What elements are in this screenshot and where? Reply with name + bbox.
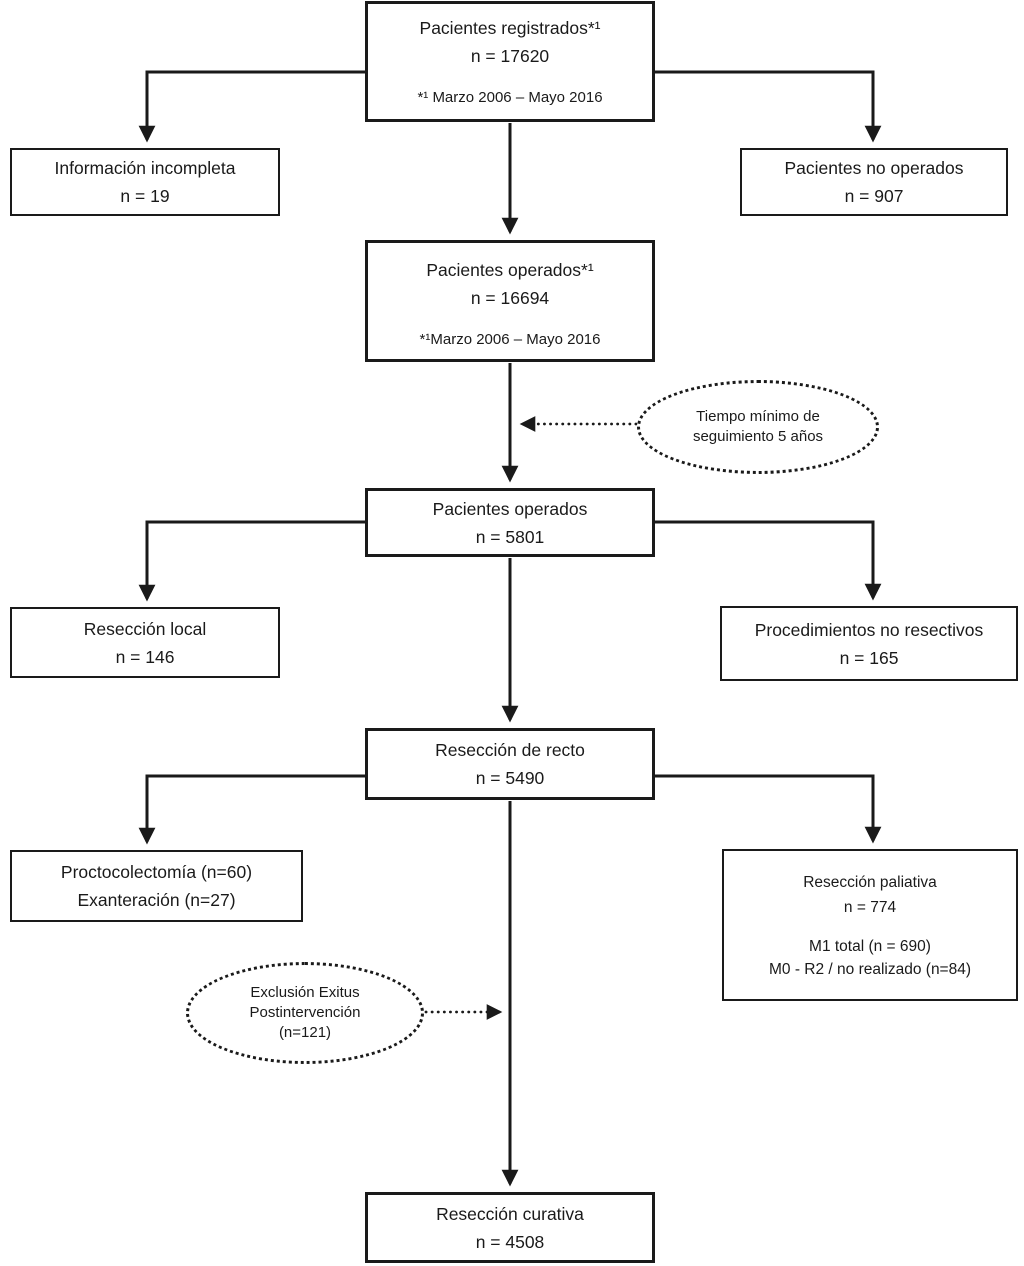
arrow-operados5y-noresectivos	[654, 520, 882, 601]
node-title: Pacientes no operados	[784, 158, 964, 178]
node-procedimientos-no-resectivos: Procedimientos no resectivos n = 165	[720, 606, 1018, 681]
node-pacientes-registrados: Pacientes registrados*¹ n = 17620 *¹ Mar…	[365, 1, 655, 122]
node-reseccion-paliativa: Resección paliativa n = 774 M1 total (n …	[722, 849, 1018, 1001]
node-count: n = 165	[839, 647, 899, 668]
node-pacientes-no-operados: Pacientes no operados n = 907	[740, 148, 1008, 216]
node-title: Información incompleta	[54, 158, 236, 178]
ellipse-line: Postintervención	[249, 1004, 361, 1021]
node-count: n = 17620	[470, 46, 550, 66]
node-line: Proctocolectomía (n=60)	[60, 862, 253, 882]
node-detail: M0 - R2 / no realizado (n=84)	[768, 960, 972, 978]
ellipse-line: Tiempo mínimo de	[696, 408, 820, 425]
node-count: n = 774	[843, 898, 897, 916]
node-pacientes-operados-5y: Pacientes operados n = 5801	[365, 488, 655, 557]
node-exclusion-exitus: Exclusión Exitus Postintervención (n=121…	[186, 962, 424, 1064]
node-count: n = 146	[115, 646, 175, 667]
node-title: Pacientes registrados*¹	[419, 18, 601, 38]
node-reseccion-de-recto: Resección de recto n = 5490	[365, 728, 655, 800]
arrow-registrados-incompleta	[138, 70, 366, 143]
node-count: n = 5801	[475, 526, 545, 547]
arrow-operados5y-local	[138, 520, 366, 602]
node-count: n = 5490	[475, 768, 545, 788]
node-line: Exanteración (n=27)	[77, 890, 236, 910]
node-footnote: *¹Marzo 2006 – Mayo 2016	[419, 331, 601, 348]
arrow-registrados-no-operados	[654, 70, 882, 143]
ellipse-line: (n=121)	[278, 1024, 332, 1041]
node-tiempo-seguimiento: Tiempo mínimo de seguimiento 5 años	[637, 380, 879, 474]
node-title: Resección de recto	[435, 740, 585, 760]
node-pacientes-operados-total: Pacientes operados*¹ n = 16694 *¹Marzo 2…	[365, 240, 655, 362]
node-title: Procedimientos no resectivos	[754, 619, 984, 640]
node-reseccion-local: Resección local n = 146	[10, 607, 280, 678]
node-informacion-incompleta: Información incompleta n = 19	[10, 148, 280, 216]
node-detail: M1 total (n = 690)	[809, 937, 931, 955]
node-title: Resección local	[83, 618, 207, 639]
node-reseccion-curativa: Resección curativa n = 4508	[365, 1192, 655, 1263]
node-title: Resección paliativa	[803, 873, 937, 891]
node-title: Pacientes operados	[432, 498, 588, 519]
ellipse-line: seguimiento 5 años	[692, 428, 824, 445]
node-count: n = 16694	[470, 288, 550, 308]
node-count: n = 907	[844, 186, 904, 206]
node-title: Resección curativa	[436, 1203, 584, 1224]
node-title: Pacientes operados*¹	[426, 260, 594, 280]
node-count: n = 4508	[475, 1231, 545, 1252]
arrow-recto-paliativa	[654, 774, 882, 844]
arrow-recto-proctocolectomia	[138, 774, 366, 845]
node-proctocolectomia: Proctocolectomía (n=60) Exanteración (n=…	[10, 850, 303, 922]
node-footnote: *¹ Marzo 2006 – Mayo 2016	[417, 89, 603, 106]
node-count: n = 19	[120, 186, 170, 206]
ellipse-line: Exclusión Exitus	[250, 984, 360, 1001]
